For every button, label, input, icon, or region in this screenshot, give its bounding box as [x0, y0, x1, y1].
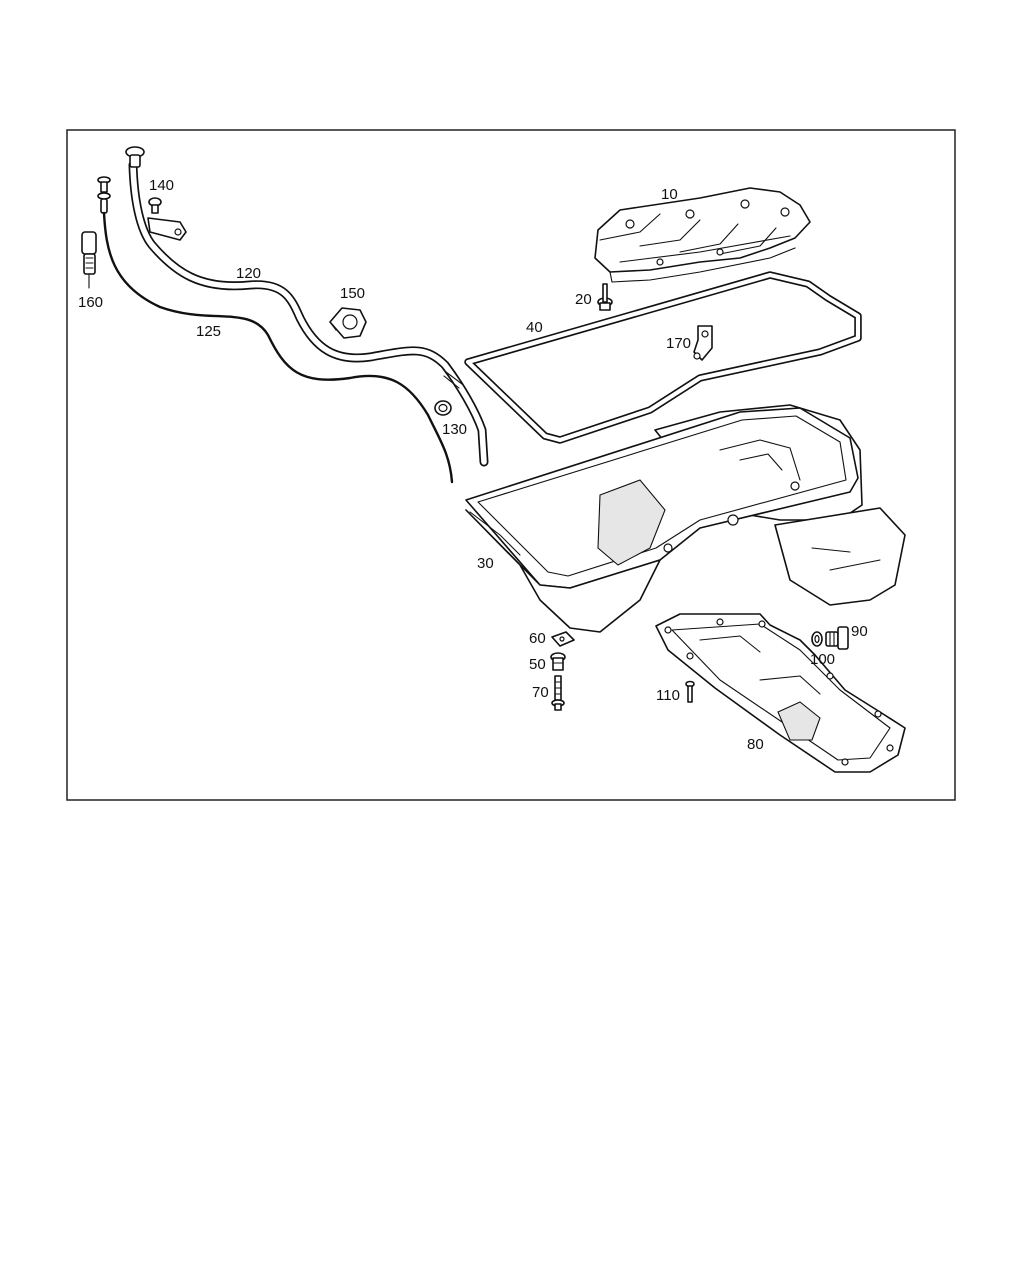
part-60-washer[interactable]: [551, 631, 575, 647]
callout-150: 150: [340, 285, 365, 302]
callout-70: 70: [532, 684, 549, 701]
part-40-gasket[interactable]: [464, 271, 862, 444]
part-90-drain-plug[interactable]: [825, 626, 849, 650]
callout-50: 50: [529, 656, 546, 673]
part-125-dipstick[interactable]: [97, 176, 454, 484]
part-50-screw[interactable]: [550, 652, 566, 671]
callout-100: 100: [810, 651, 835, 668]
callout-160: 160: [78, 294, 103, 311]
callout-110: 110: [656, 687, 680, 704]
part-80-lower-oil-pan[interactable]: [655, 613, 906, 773]
callout-10: 10: [661, 186, 678, 203]
part-170-bracket[interactable]: [693, 325, 713, 361]
callout-125: 125: [196, 323, 221, 340]
callout-140: 140: [149, 177, 174, 194]
callout-120: 120: [236, 265, 261, 282]
part-70-screw[interactable]: [551, 675, 565, 711]
part-150-holder[interactable]: [329, 307, 367, 339]
callout-130: 130: [442, 421, 467, 438]
part-10-baffle-plate[interactable]: [594, 187, 811, 283]
part-140-screw[interactable]: [148, 197, 162, 214]
callout-80: 80: [747, 736, 764, 753]
part-160-sensor[interactable]: [81, 231, 97, 289]
callout-40: 40: [526, 319, 543, 336]
callout-30: 30: [477, 555, 494, 572]
part-20-bolt[interactable]: [597, 283, 613, 311]
callout-20: 20: [575, 291, 592, 308]
part-110-screw[interactable]: [685, 680, 695, 703]
callout-90: 90: [851, 623, 868, 640]
callout-170: 170: [666, 335, 691, 352]
part-100-seal-ring[interactable]: [811, 631, 823, 647]
diagram-frame: [66, 129, 956, 801]
part-130-grommet[interactable]: [434, 400, 452, 416]
part-30-oil-pan[interactable]: [465, 404, 906, 633]
part-120-guide-tube[interactable]: [125, 146, 489, 467]
callout-60: 60: [529, 630, 546, 647]
